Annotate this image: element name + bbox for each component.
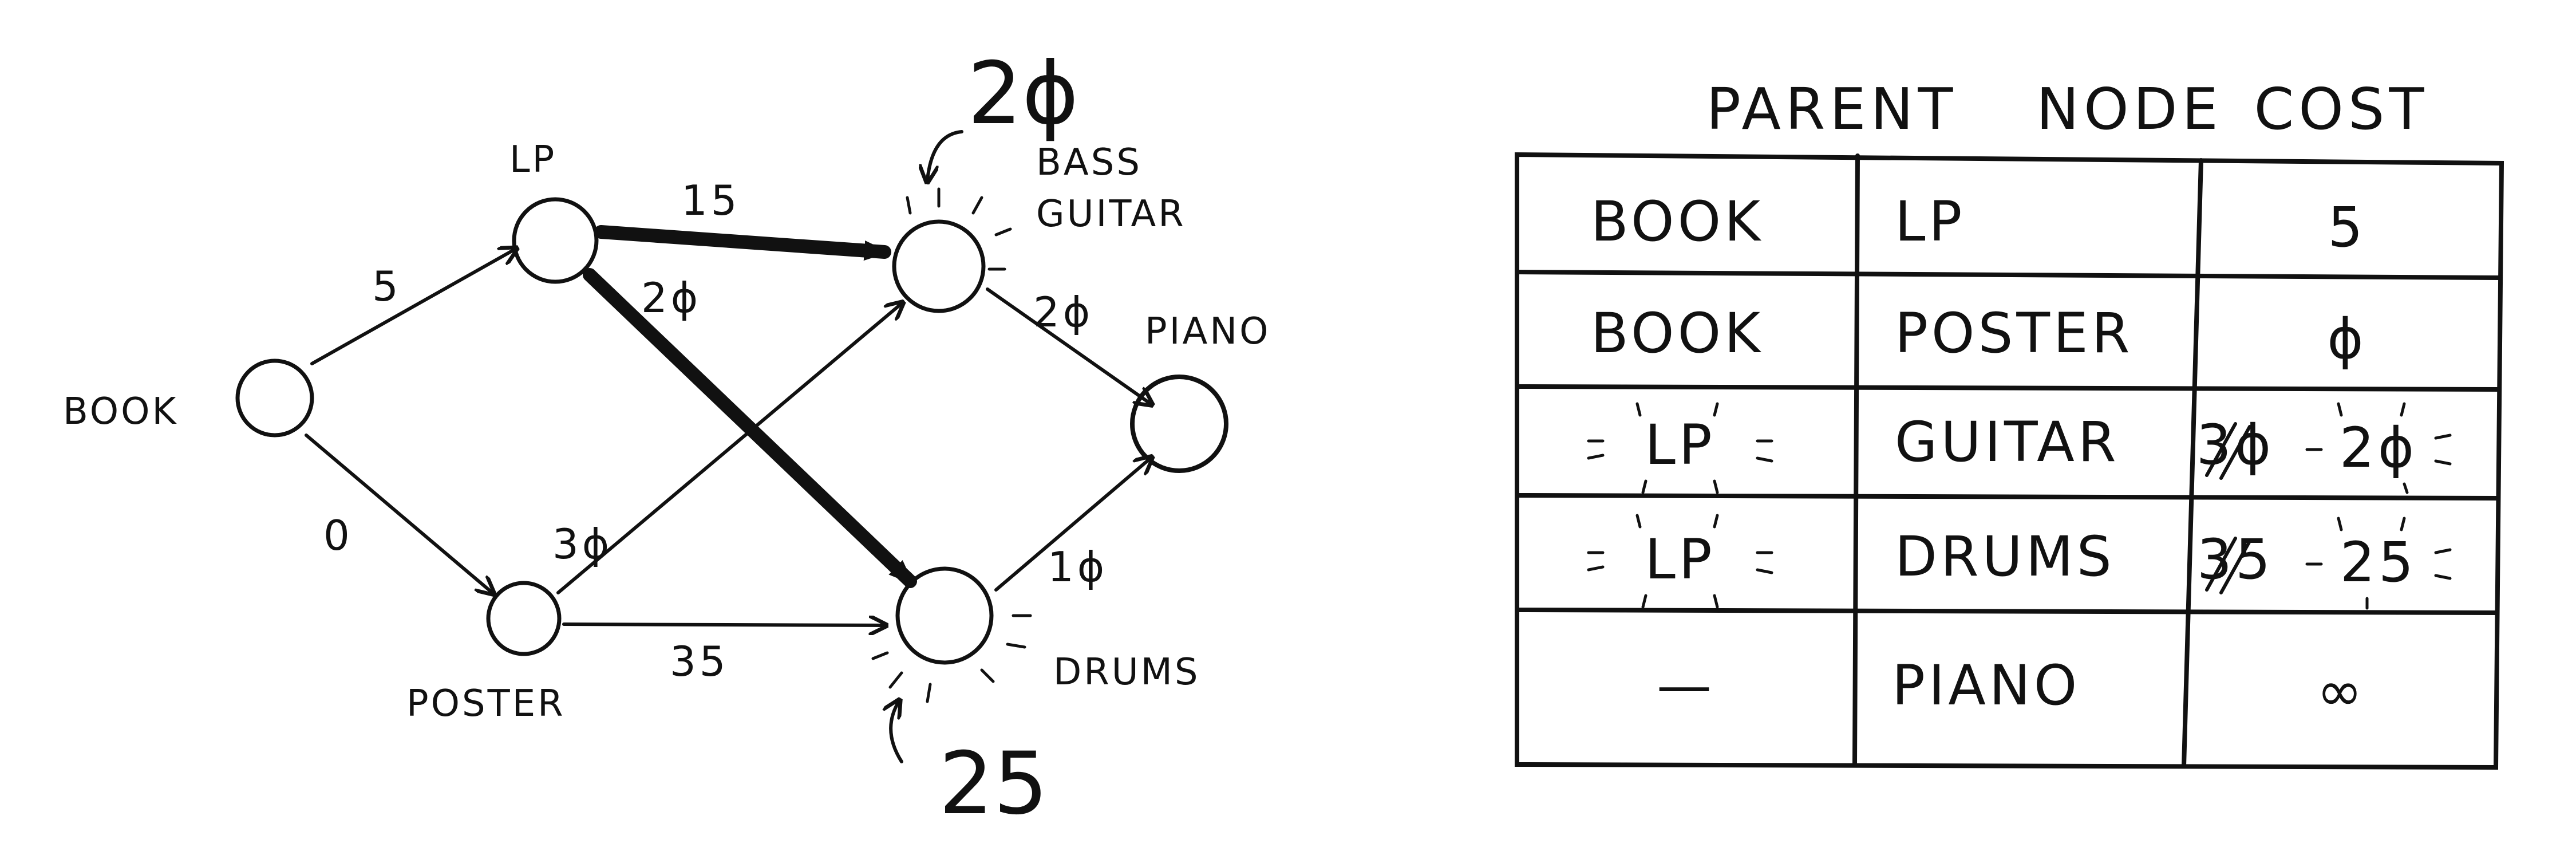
node-drums	[895, 566, 994, 665]
cell-node: POSTER	[1895, 301, 2133, 365]
strikethroughs	[2205, 422, 2251, 594]
table-row: LP DRUMS 35 25	[1645, 525, 2417, 594]
cell-cost: ϕ	[2327, 307, 2366, 371]
label-poster: POSTER	[406, 683, 566, 725]
cell-parent: —	[1657, 653, 1715, 718]
node-book	[235, 358, 314, 438]
table-grid	[1515, 152, 2504, 770]
label-book: BOOK	[63, 391, 179, 433]
graph	[235, 130, 1228, 763]
cell-cost: 5	[2328, 195, 2366, 259]
node-labels: BOOK LP POSTER BASS GUITAR DRUMS PIANO	[63, 139, 1271, 725]
cell-cost: 25	[2340, 530, 2417, 594]
edge-weights: 5 0 15 2ϕ 3ϕ 35 2ϕ 1ϕ	[323, 176, 1108, 685]
edge-poster-drums	[562, 624, 884, 625]
drums-cost-arrow	[891, 702, 903, 763]
weight-poster-drums: 35	[670, 637, 729, 685]
cell-node: LP	[1895, 190, 1965, 254]
weight-book-poster: 0	[323, 511, 353, 559]
table-row: BOOK POSTER ϕ	[1591, 301, 2366, 371]
cell-node: DRUMS	[1895, 525, 2115, 589]
weight-poster-guitar: 3ϕ	[552, 520, 613, 568]
cell-parent: BOOK	[1591, 301, 1764, 365]
edge-book-poster	[305, 434, 492, 593]
edge-guitar-piano	[986, 287, 1151, 404]
node-poster	[486, 581, 562, 656]
header-cost: COST	[2254, 76, 2428, 143]
header-node: NODE	[2036, 76, 2223, 143]
drums-cost-annotation: 25	[939, 734, 1048, 834]
guitar-cost-arrow	[927, 130, 963, 180]
edge-lp-drums	[583, 268, 917, 588]
edge-lp-guitar	[594, 225, 891, 261]
header-parent: PARENT	[1706, 76, 1958, 143]
cell-cost: ∞	[2317, 659, 2366, 723]
node-bass-guitar	[892, 219, 986, 313]
table-row: — PIANO ∞	[1657, 653, 2366, 723]
cost-table: PARENT NODE COST BOOK LP 5 BOOK POSTER ϕ…	[1515, 76, 2504, 770]
node-piano	[1130, 375, 1228, 473]
weight-book-lp: 5	[372, 262, 402, 310]
update-highlights	[1587, 402, 2452, 610]
weight-guitar-piano: 2ϕ	[1033, 288, 1093, 336]
edge-poster-guitar	[556, 304, 902, 594]
cell-node: GUITAR	[1895, 410, 2120, 474]
label-lp: LP	[509, 139, 556, 181]
guitar-cost-annotation: 2ϕ	[967, 44, 1078, 144]
label-piano: PIANO	[1145, 310, 1271, 353]
cell-parent: LP	[1645, 527, 1715, 592]
table-row: BOOK LP 5	[1591, 190, 2366, 259]
edge-drums-piano	[994, 458, 1151, 592]
label-guitar: GUITAR	[1036, 193, 1186, 235]
cell-parent: BOOK	[1591, 190, 1764, 254]
weight-lp-drums: 2ϕ	[641, 274, 701, 322]
guitar-highlight	[906, 187, 1012, 271]
cell-node: PIANO	[1892, 653, 2080, 718]
edge-book-lp	[310, 249, 515, 365]
label-bass: BASS	[1036, 141, 1142, 184]
label-drums: DRUMS	[1053, 651, 1200, 693]
weight-lp-guitar: 15	[681, 176, 741, 224]
node-lp	[512, 197, 599, 284]
table-row: LP GUITAR 3ϕ 2ϕ	[1645, 410, 2417, 480]
cell-parent: LP	[1645, 413, 1715, 477]
drums-highlight	[871, 614, 1032, 703]
cell-cost: 2ϕ	[2340, 416, 2417, 480]
weight-drums-piano: 1ϕ	[1048, 543, 1108, 591]
